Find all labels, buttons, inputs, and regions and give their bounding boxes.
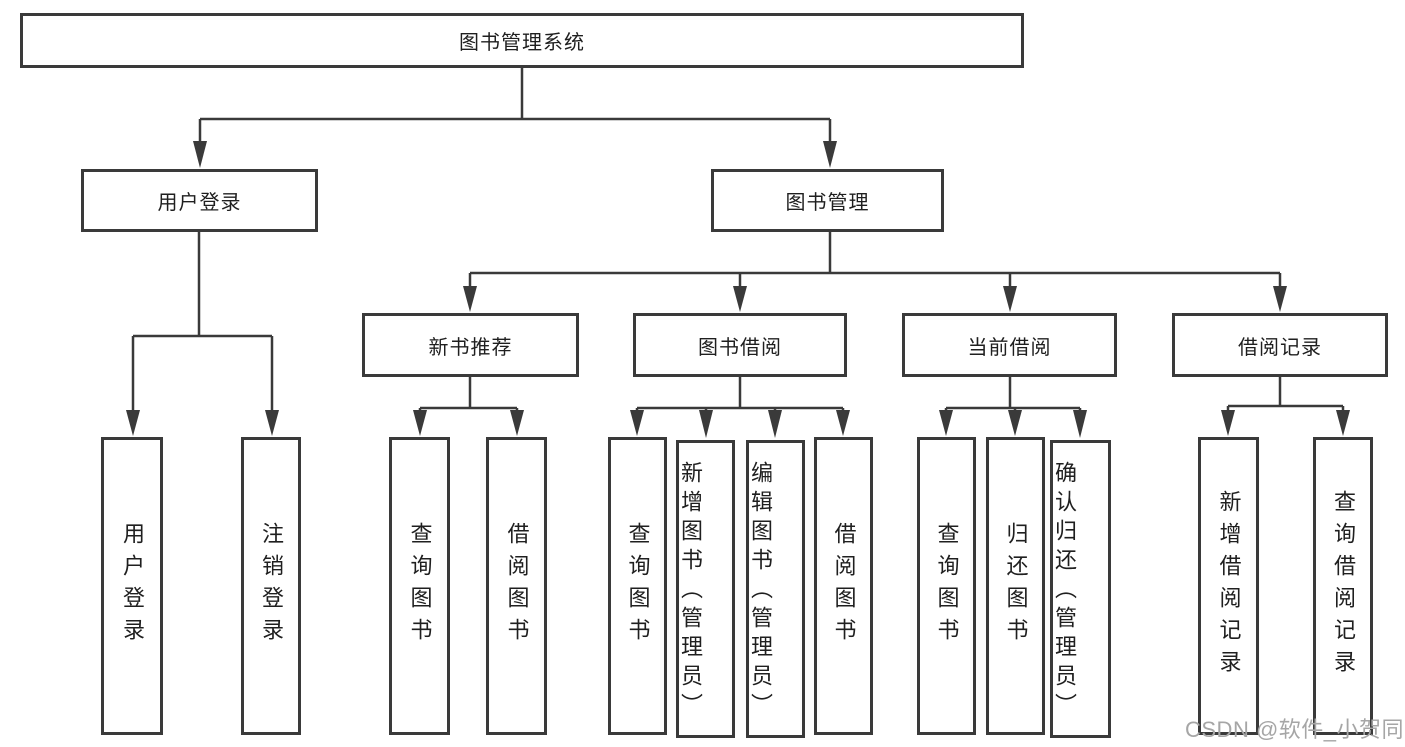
leaf-cb-return: 归还图书 — [986, 437, 1045, 735]
node-borrow-record-label: 借阅记录 — [1238, 336, 1322, 359]
leaf-nb-borrow: 借阅图书 — [486, 437, 547, 735]
leaf-bb-borrow-label: 借阅图书 — [831, 522, 857, 650]
leaf-nb-query: 查询图书 — [389, 437, 450, 735]
leaf-cb-query-label: 查询图书 — [934, 522, 960, 650]
node-current-borrow-label: 当前借阅 — [967, 336, 1052, 359]
edges-current-borrow — [944, 377, 1082, 411]
node-user-login: 用户登录 — [81, 169, 318, 232]
leaf-bb-query-label: 查询图书 — [625, 522, 651, 650]
node-book-borrow-label: 图书借阅 — [698, 336, 782, 359]
leaf-bb-borrow: 借阅图书 — [814, 437, 873, 735]
node-user-login-label: 用户登录 — [157, 192, 242, 214]
leaf-cb-confirm: 确认归还（管理员） — [1050, 440, 1111, 738]
leaf-br-add: 新增借阅记录 — [1198, 437, 1259, 735]
node-new-book-rec: 新书推荐 — [362, 313, 579, 377]
edges-new-book-rec — [418, 377, 519, 411]
leaf-nb-query-label: 查询图书 — [407, 522, 433, 650]
leaf-bb-add-label: 新增图书（管理员） — [678, 461, 703, 722]
leaf-br-add-label: 新增借阅记录 — [1216, 490, 1242, 682]
edges-user-login — [131, 232, 274, 411]
node-root: 图书管理系统 — [20, 13, 1024, 68]
leaf-br-query: 查询借阅记录 — [1313, 437, 1373, 735]
leaf-bb-query: 查询图书 — [608, 437, 667, 735]
leaf-user-login: 用户登录 — [101, 437, 163, 735]
edges-book-mgmt — [468, 232, 1282, 287]
leaf-cb-return-label: 归还图书 — [1003, 522, 1029, 650]
leaf-user-login-label: 用户登录 — [120, 522, 145, 650]
watermark: CSDN @软件_小贺同学 — [1185, 717, 1405, 742]
node-root-label: 图书管理系统 — [459, 32, 585, 54]
node-new-book-rec-label: 新书推荐 — [428, 336, 513, 359]
edges-borrow-record — [1226, 377, 1345, 411]
leaf-bb-add: 新增图书（管理员） — [676, 440, 735, 738]
leaf-nb-borrow-label: 借阅图书 — [504, 522, 530, 650]
leaf-bb-edit: 编辑图书（管理员） — [746, 440, 805, 738]
leaf-cb-query: 查询图书 — [917, 437, 976, 735]
arrowheads — [126, 141, 1350, 438]
edges-book-borrow — [635, 377, 845, 411]
node-book-borrow: 图书借阅 — [633, 313, 847, 377]
leaf-logout: 注销登录 — [241, 437, 301, 735]
node-book-mgmt-label: 图书管理 — [785, 192, 870, 214]
node-current-borrow: 当前借阅 — [902, 313, 1117, 377]
leaf-br-query-label: 查询借阅记录 — [1331, 490, 1356, 682]
node-book-mgmt: 图书管理 — [711, 169, 944, 232]
node-borrow-record: 借阅记录 — [1172, 313, 1388, 377]
edges-root — [198, 68, 832, 143]
leaf-bb-edit-label: 编辑图书（管理员） — [748, 461, 773, 722]
leaf-cb-confirm-label: 确认归还（管理员） — [1052, 461, 1077, 722]
leaf-logout-label: 注销登录 — [259, 522, 284, 650]
